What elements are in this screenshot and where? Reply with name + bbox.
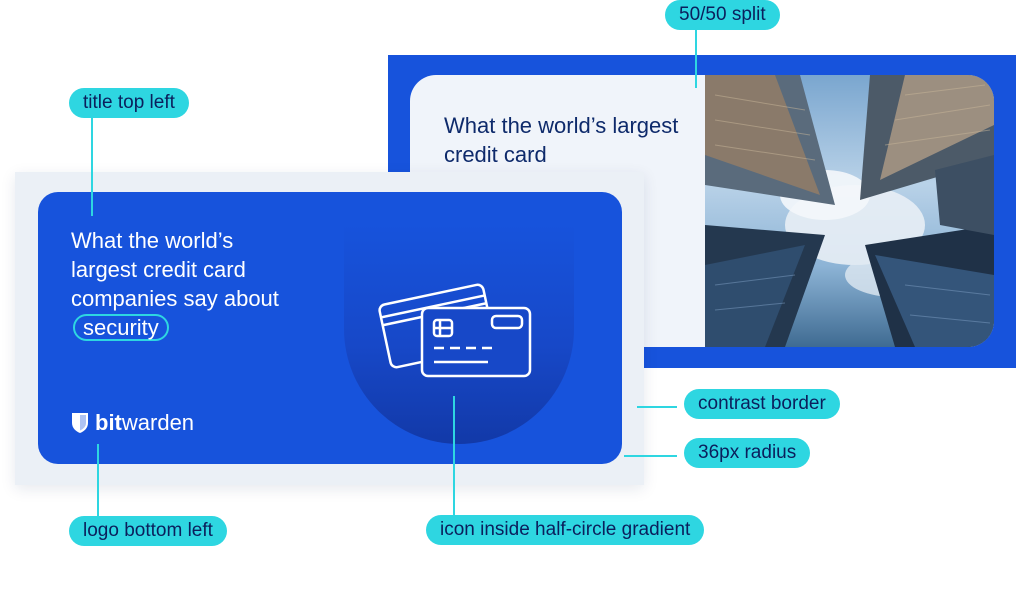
front-card: What the world’s largest credit card com… <box>38 192 622 464</box>
back-card-title: What the world’s largest credit card <box>444 113 679 167</box>
leader-title <box>91 118 93 216</box>
leader-icon <box>453 396 455 518</box>
shield-icon <box>72 413 88 433</box>
leader-radius <box>624 455 677 457</box>
front-card-title-text: What the world’s largest credit card com… <box>71 228 279 311</box>
bitwarden-logo: bit warden <box>71 410 194 436</box>
credit-cards-icon <box>378 283 532 378</box>
skyscraper-illustration <box>705 75 994 347</box>
front-card-title: What the world’s largest credit card com… <box>71 226 301 342</box>
leader-logo <box>97 444 99 518</box>
logo-text-bold: bit <box>95 410 122 435</box>
annotation-contrast-border: contrast border <box>684 389 840 419</box>
annotation-logo-position: logo bottom left <box>69 516 227 546</box>
leader-split <box>695 30 697 88</box>
annotation-split: 50/50 split <box>665 0 780 30</box>
annotation-title-position: title top left <box>69 88 189 118</box>
back-card: What the world’s largest credit card <box>410 75 994 347</box>
annotation-radius: 36px radius <box>684 438 811 468</box>
logo-text-rest: warden <box>121 410 195 435</box>
skyscraper-photo <box>705 75 994 347</box>
leader-contrast <box>637 406 677 408</box>
annotation-icon: icon inside half-circle gradient <box>426 515 705 545</box>
title-highlight: security <box>73 314 169 341</box>
